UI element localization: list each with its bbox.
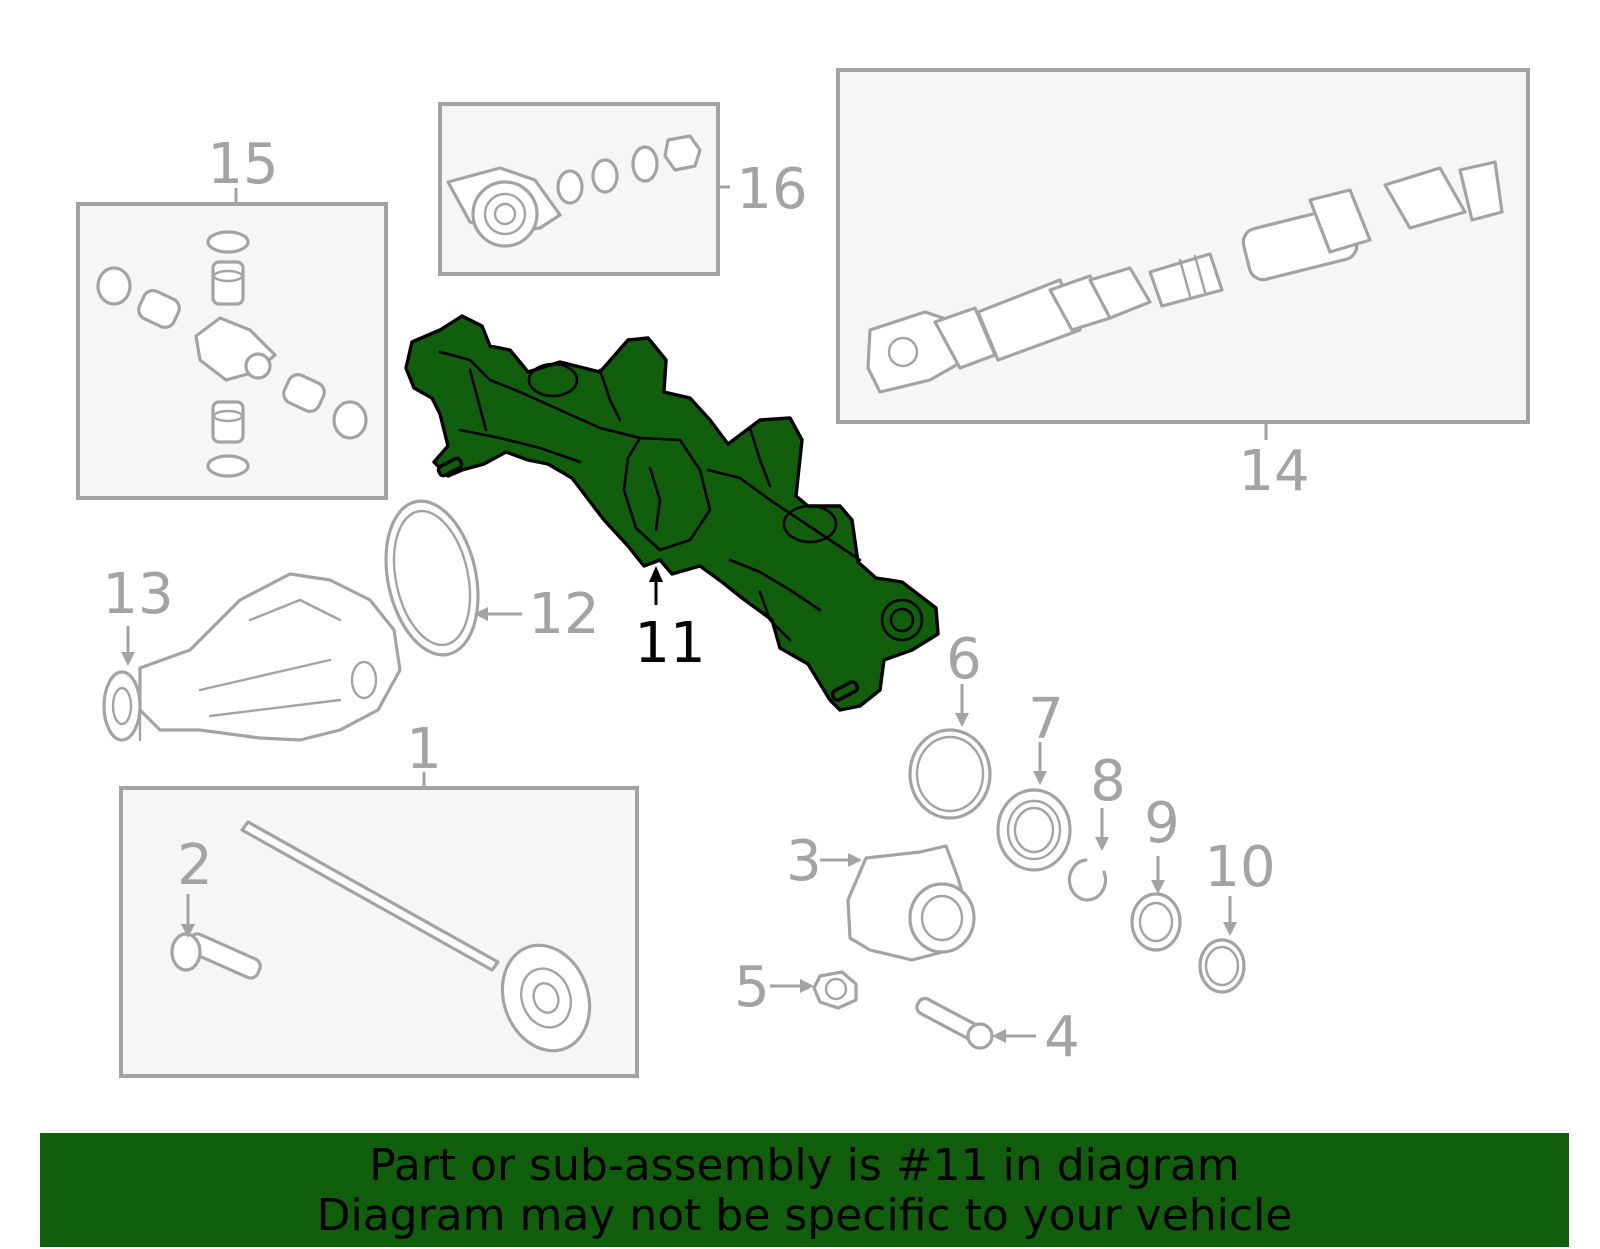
banner-line-2: Diagram may not be specific to your vehi… xyxy=(316,1190,1293,1241)
callout-15[interactable]: 15 xyxy=(207,132,278,197)
axle-housing-highlighted[interactable] xyxy=(404,314,940,712)
callout-8[interactable]: 8 xyxy=(1090,749,1126,814)
cover-gasket[interactable] xyxy=(373,493,492,664)
universal-joint-kit[interactable] xyxy=(76,202,388,500)
callout-16[interactable]: 16 xyxy=(736,157,807,222)
bearing[interactable] xyxy=(1130,892,1182,952)
bearing-retainer[interactable] xyxy=(846,844,976,962)
retainer-ring[interactable] xyxy=(1198,938,1246,994)
axle-shaft-kit[interactable] xyxy=(119,786,639,1078)
lock-nut[interactable] xyxy=(812,970,858,1010)
callout-2[interactable]: 2 xyxy=(177,833,213,898)
info-banner: Part or sub-assembly is #11 in diagram D… xyxy=(40,1133,1569,1247)
callout-5[interactable]: 5 xyxy=(734,955,770,1020)
callout-10[interactable]: 10 xyxy=(1204,835,1275,900)
oil-seal[interactable] xyxy=(996,788,1072,872)
callout-1[interactable]: 1 xyxy=(406,717,442,782)
callout-11[interactable]: 11 xyxy=(634,611,705,676)
callout-13[interactable]: 13 xyxy=(102,562,173,627)
center-bearing-kit[interactable] xyxy=(438,102,720,276)
callout-12[interactable]: 12 xyxy=(528,582,599,647)
callout-7[interactable]: 7 xyxy=(1028,687,1064,752)
banner-line-1: Part or sub-assembly is #11 in diagram xyxy=(369,1140,1240,1191)
callout-6[interactable]: 6 xyxy=(946,627,982,692)
drive-shaft-assembly[interactable] xyxy=(836,68,1530,424)
o-ring[interactable] xyxy=(908,728,992,820)
callout-14[interactable]: 14 xyxy=(1238,439,1309,504)
callout-4[interactable]: 4 xyxy=(1044,1005,1080,1070)
hub-bolt[interactable] xyxy=(914,996,994,1050)
callout-9[interactable]: 9 xyxy=(1144,791,1180,856)
callout-3[interactable]: 3 xyxy=(786,829,822,894)
differential-carrier[interactable] xyxy=(102,572,402,742)
snap-ring[interactable] xyxy=(1067,858,1108,902)
